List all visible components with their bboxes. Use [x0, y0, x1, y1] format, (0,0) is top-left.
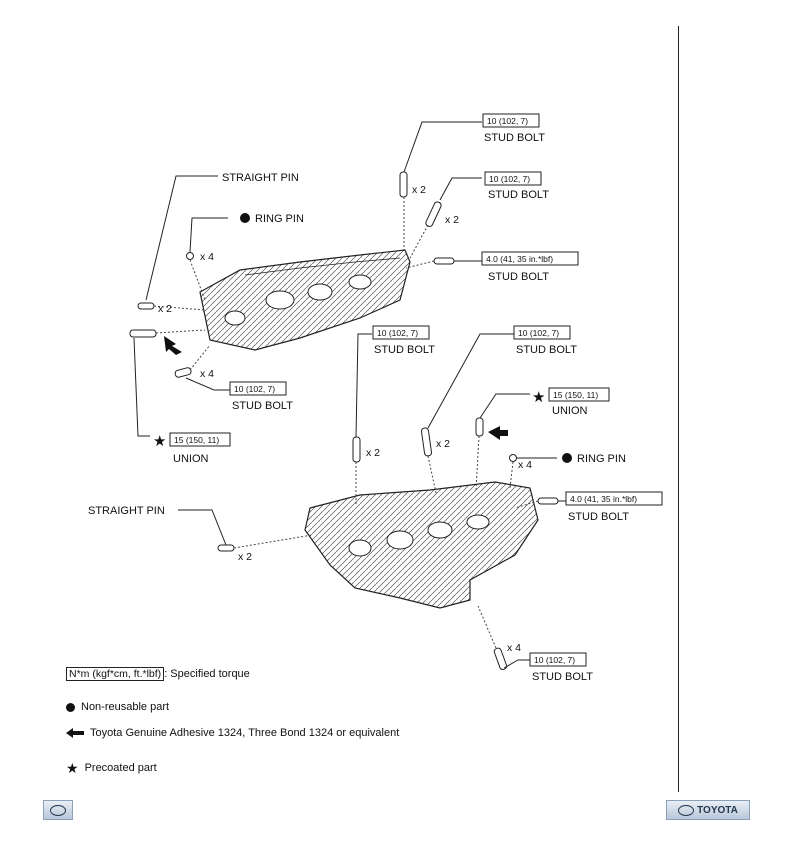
svg-text:★: ★ [532, 389, 545, 406]
filled-circle-icon [66, 702, 75, 712]
torque-label: 10 (102, 7) [489, 174, 530, 184]
home-button[interactable] [43, 800, 73, 820]
torque-label: 4.0 (41, 35 in.*lbf) [570, 494, 637, 504]
lower-straight-pin: STRAIGHT PIN x 2 [88, 505, 313, 563]
quantity-label: x 2 [158, 303, 172, 315]
torque-label: 10 (102, 7) [487, 116, 528, 126]
lower-stud-bolt-4: 10 (102, 7) STUD BOLT x 4 [477, 605, 593, 683]
upper-stud-bolt-1: 10 (102, 7) STUD BOLT x 2 [399, 113, 545, 250]
toyota-emblem-icon [678, 804, 695, 816]
brand-label: TOYOTA [697, 804, 738, 816]
upper-stud-bolt-3: 4.0 (41, 35 in.*lbf) STUD BOLT [405, 251, 579, 283]
torque-label: 15 (150, 11) [553, 390, 598, 400]
part-label: STRAIGHT PIN [88, 505, 165, 517]
upper-stud-bolt-4: 10 (102, 7) STUD BOLT x 4 [174, 344, 293, 412]
quantity-label: x 2 [436, 438, 450, 450]
lower-stud-bolt-2: 10 (102, 7) STUD BOLT x 2 [420, 325, 577, 494]
legend-precoated-text: Precoated part [84, 762, 157, 774]
part-label: STUD BOLT [374, 344, 435, 356]
quantity-label: x 4 [507, 642, 521, 654]
part-label: STUD BOLT [484, 132, 545, 144]
legend-precoated: ★ Precoated part [66, 761, 157, 775]
quantity-label: x 2 [445, 214, 459, 226]
toyota-logo-button[interactable]: TOYOTA [666, 800, 750, 820]
legend-non-reusable-text: Non-reusable part [81, 701, 170, 713]
part-label: STUD BOLT [532, 671, 593, 683]
part-label: UNION [552, 405, 588, 417]
legend-adhesive: Toyota Genuine Adhesive 1324, Three Bond… [66, 727, 399, 739]
torque-label: 15 (150, 11) [174, 435, 219, 445]
lower-union: ★ 15 (150, 11) UNION [475, 387, 610, 491]
torque-label: 4.0 (41, 35 in.*lbf) [486, 254, 553, 264]
lower-stud-bolt-3: 4.0 (41, 35 in.*lbf) STUD BOLT [514, 491, 663, 523]
part-label: STUD BOLT [488, 271, 549, 283]
legend-adhesive-text: Toyota Genuine Adhesive 1324, Three Bond… [90, 727, 400, 739]
part-label: STUD BOLT [232, 400, 293, 412]
arrow-left-icon [66, 728, 84, 738]
torque-label: 10 (102, 7) [518, 328, 559, 338]
quantity-label: x 2 [366, 447, 380, 459]
upper-union: ★ 15 (150, 11) UNION [129, 329, 231, 465]
upper-straight-pin: STRAIGHT PIN x 2 [137, 172, 299, 315]
quantity-label: x 2 [238, 551, 252, 563]
part-label: RING PIN [577, 453, 626, 465]
quantity-label: x 4 [518, 459, 532, 471]
page-divider [678, 26, 679, 792]
part-label: RING PIN [255, 213, 304, 225]
upper-ring-pin: RING PIN x 4 [186, 213, 304, 301]
lower-stud-bolt-1: 10 (102, 7) STUD BOLT x 2 [352, 325, 435, 505]
quantity-label: x 4 [200, 251, 214, 263]
torque-label: 10 (102, 7) [377, 328, 418, 338]
part-label: STUD BOLT [488, 189, 549, 201]
quantity-label: x 4 [200, 368, 214, 380]
part-label: UNION [173, 453, 209, 465]
lower-cylinder-head [304, 481, 539, 609]
torque-label: 10 (102, 7) [234, 384, 275, 394]
part-label: STUD BOLT [516, 344, 577, 356]
part-label: STUD BOLT [568, 511, 629, 523]
lower-ring-pin: RING PIN x 4 [509, 453, 626, 489]
legend-torque: N*m (kgf*cm, ft.*lbf): Specified torque [66, 667, 250, 681]
svg-text:★: ★ [153, 433, 166, 450]
upper-cylinder-head [199, 249, 411, 351]
quantity-label: x 2 [412, 184, 426, 196]
torque-label: 10 (102, 7) [534, 655, 575, 665]
star-icon: ★ [66, 760, 79, 776]
part-label: STRAIGHT PIN [222, 172, 299, 184]
upper-stud-bolt-2: 10 (102, 7) STUD BOLT x 2 [409, 171, 549, 259]
torque-unit-box: N*m (kgf*cm, ft.*lbf) [66, 667, 165, 681]
legend-non-reusable: Non-reusable part [66, 701, 169, 713]
legend-torque-text: : Specified torque [164, 668, 250, 680]
toyota-emblem-icon [50, 804, 66, 816]
